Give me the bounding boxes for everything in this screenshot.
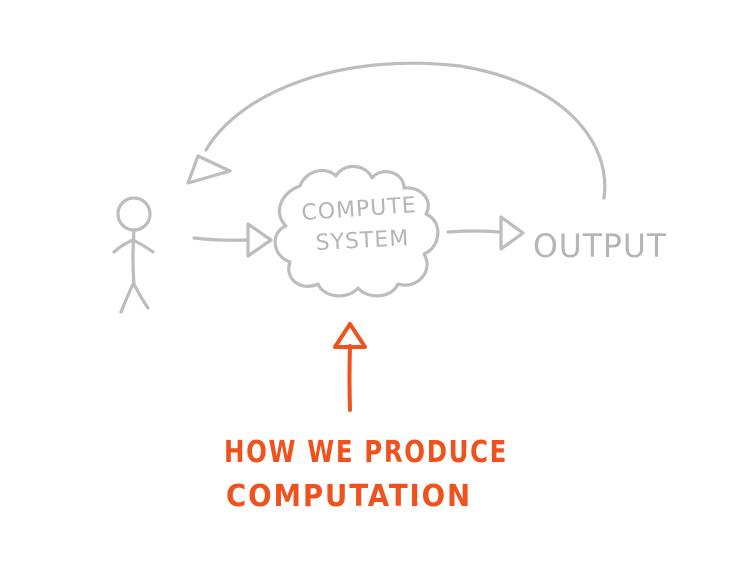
compute-system-cloud: [273, 164, 440, 298]
annotation-arrow: [333, 322, 367, 412]
compute-system-label-line1: COMPUTE: [301, 193, 418, 226]
output-label: OUTPUT: [533, 227, 667, 265]
annotation-text-line2: COMPUTATION: [226, 479, 472, 514]
feedback-loop-arrow: [186, 61, 607, 200]
annotation-text-line1: HOW WE PRODUCE: [224, 435, 508, 470]
compute-system-label-line2: SYSTEM: [315, 226, 410, 256]
user-stick-figure: [112, 196, 155, 314]
system-to-output-arrow: [446, 215, 525, 251]
user-to-system-arrow: [192, 222, 273, 258]
